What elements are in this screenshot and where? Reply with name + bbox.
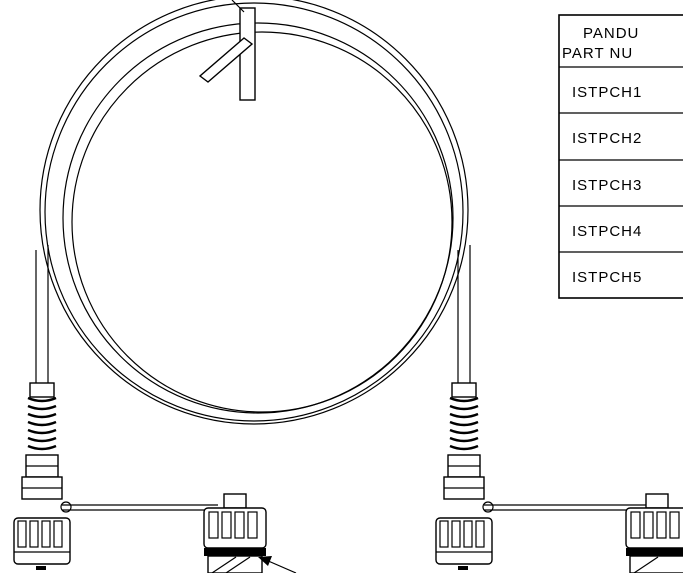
- table-header-line1: PANDU: [583, 25, 639, 42]
- coiled-cable: [35, 0, 471, 425]
- table-header-line2: PART NU: [562, 45, 633, 62]
- pointer-arrow: [258, 556, 297, 573]
- part-number-table: PANDU PART NU ISTPCH1 ISTPCH2 ISTPCH3 IS…: [558, 14, 683, 299]
- table-row: ISTPCH4: [572, 223, 642, 240]
- table-row: ISTPCH5: [572, 269, 642, 286]
- right-dust-cap: [625, 493, 683, 573]
- table-row: ISTPCH2: [572, 130, 642, 147]
- left-strain-relief: [21, 382, 63, 500]
- table-row: ISTPCH1: [572, 84, 642, 101]
- right-strain-relief: [443, 382, 485, 500]
- right-tether: [482, 501, 650, 513]
- table-row: ISTPCH3: [572, 177, 642, 194]
- right-coupling-nut: [435, 517, 493, 570]
- left-coupling-nut: [13, 517, 71, 570]
- left-tether: [60, 501, 218, 513]
- cable-tie: [198, 0, 256, 101]
- left-dust-cap: [203, 493, 267, 573]
